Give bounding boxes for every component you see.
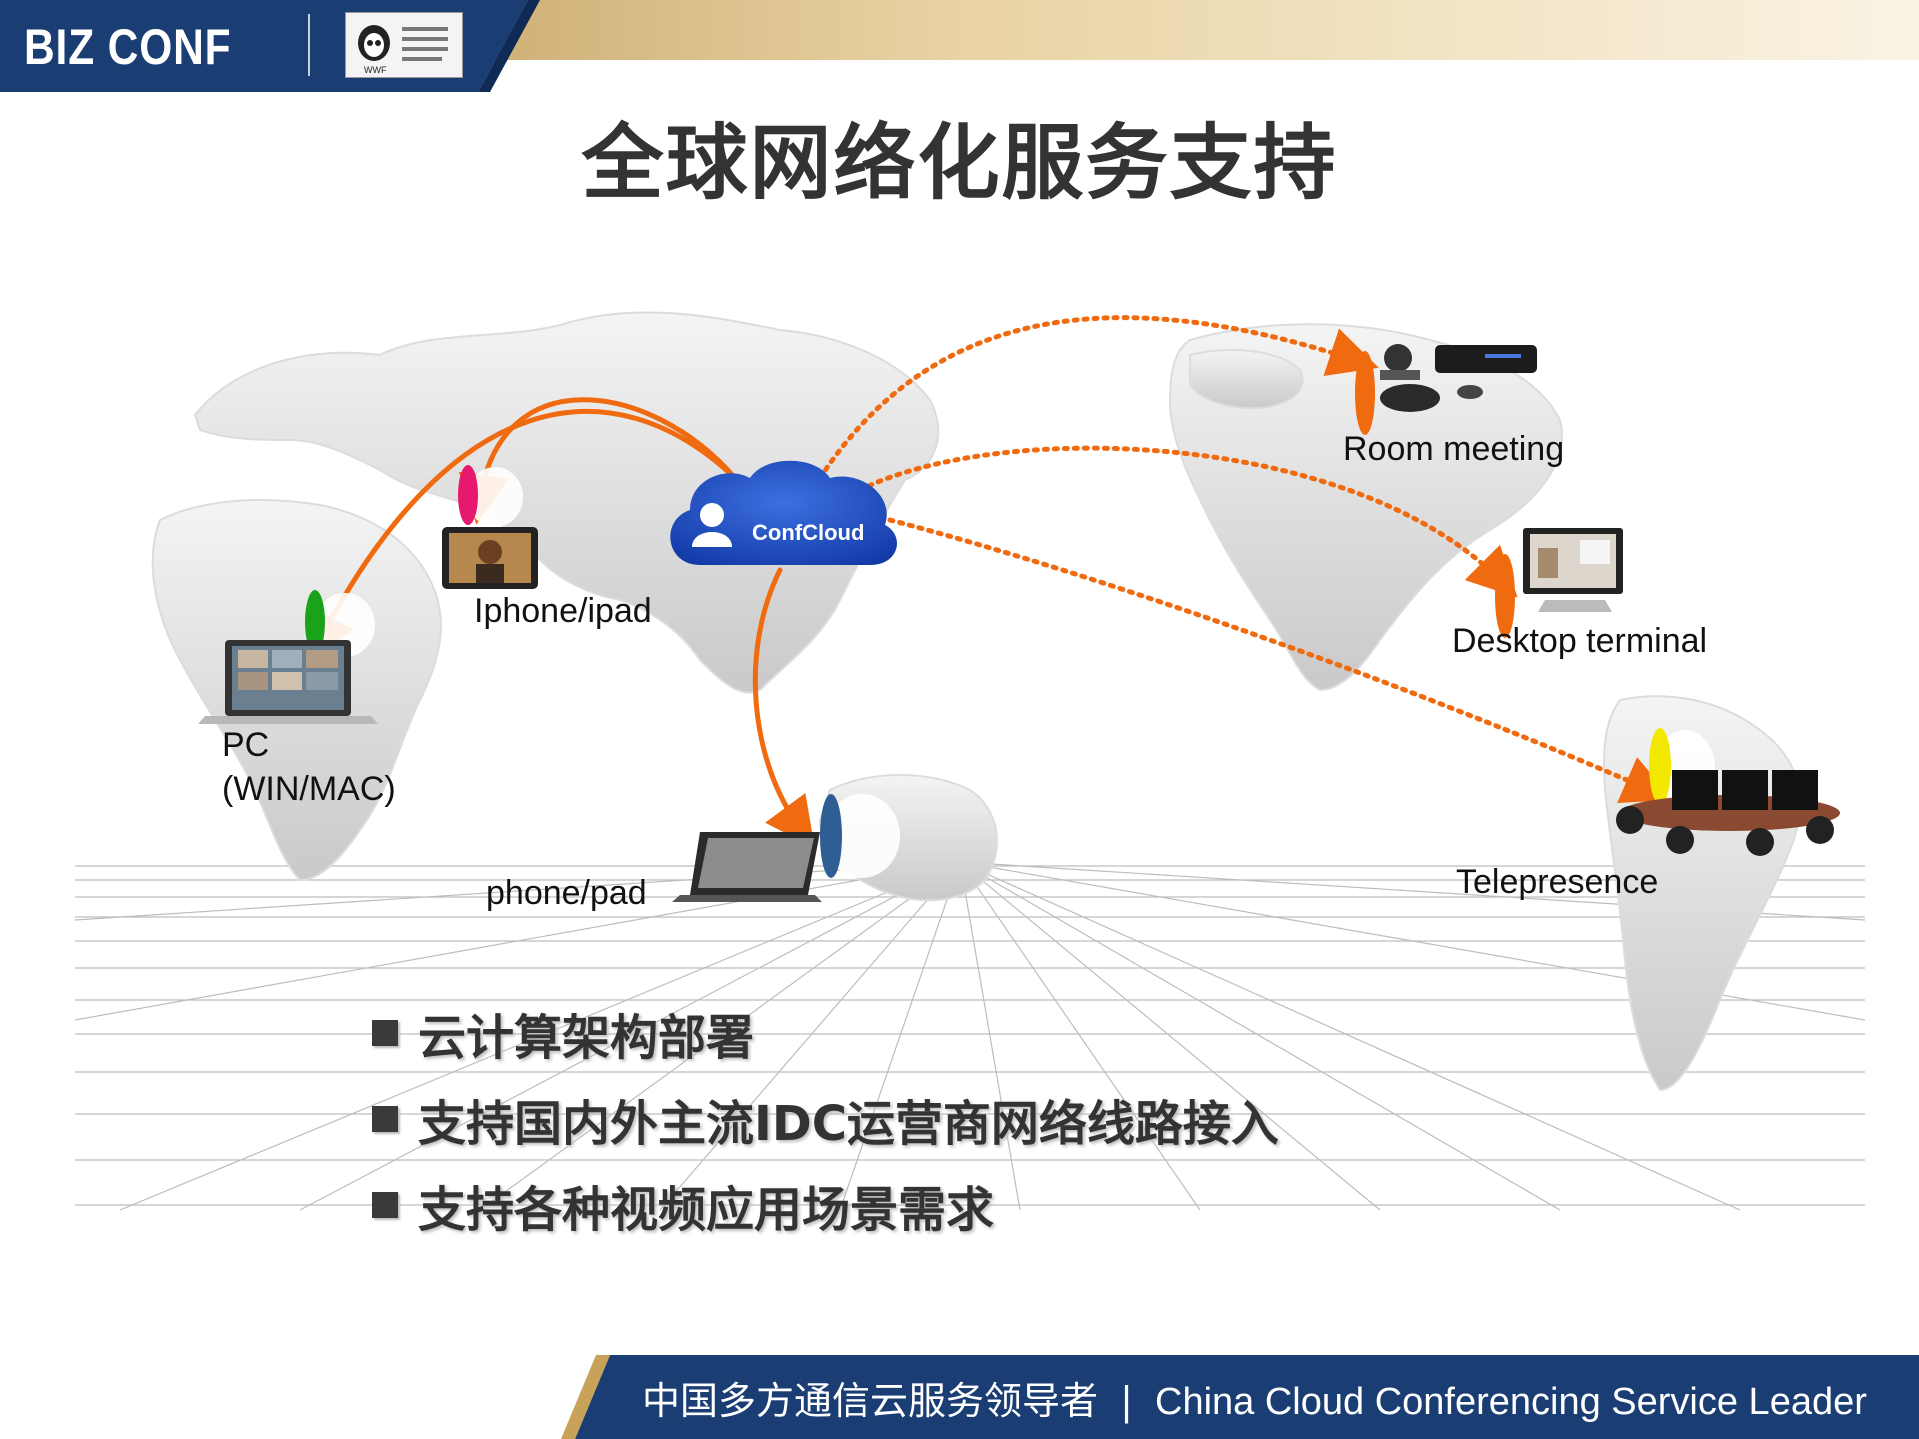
logo-divider (308, 14, 310, 76)
link-hub-telepresence (887, 517, 1673, 803)
bullet-text: 支持国内外主流IDC运营商网络线路接入 (418, 1096, 1279, 1152)
telepresence-room-icon (1616, 770, 1840, 856)
laptop-icon (198, 640, 378, 724)
footer-slogan: 中国多方通信云服务领导者 | China Cloud Conferencing … (642, 1370, 1867, 1425)
user-icon (692, 503, 732, 547)
feature-list: 云计算架构部署 支持国内外主流IDC运营商网络线路接入 支持各种视频应用场景需求 (372, 990, 1279, 1248)
label-pc-line1: PC (222, 726, 270, 764)
link-hub-room (817, 315, 1379, 481)
greenland (1189, 349, 1304, 410)
solid-links (308, 397, 815, 849)
marker-iphone (458, 465, 523, 527)
label-desktop-terminal: Desktop terminal (1452, 622, 1708, 660)
desktop-monitor-icon (1523, 528, 1623, 612)
dotted-links (817, 315, 1673, 803)
marker-room (1355, 351, 1375, 435)
phone-video-icon (442, 527, 538, 589)
svg-text:WWF: WWF (364, 65, 387, 75)
tablet-icon (672, 832, 822, 902)
wwf-partner-badge: WWF (345, 12, 463, 78)
footer-slogan-cn: 中国多方通信云服务领导者 (642, 1379, 1099, 1423)
bullet-text: 支持各种视频应用场景需求 (418, 1182, 995, 1238)
bizconf-logo: BIZ CONF (24, 19, 232, 75)
marker-phonepad (820, 794, 900, 878)
confcloud-label: ConfCloud (752, 520, 865, 545)
bullet-square-icon (372, 1020, 398, 1046)
page-title: 全球网络化服务支持 (581, 116, 1338, 211)
bullet-square-icon (372, 1192, 398, 1218)
list-item: 支持各种视频应用场景需求 (372, 1162, 1279, 1248)
bullet-text: 云计算架构部署 (418, 1010, 755, 1066)
link-hub-desktop (857, 445, 1518, 598)
footer-bar (561, 1355, 1919, 1439)
label-telepresence: Telepresence (1456, 863, 1659, 901)
room-system-icon (1380, 344, 1537, 412)
footer-slogan-en: China Cloud Conferencing Service Leader (1155, 1381, 1867, 1423)
panda-logo-icon: WWF (358, 25, 448, 75)
link-hub-pc (308, 408, 738, 663)
label-phonepad: phone/pad (486, 874, 647, 912)
list-item: 支持国内外主流IDC运营商网络线路接入 (372, 1076, 1279, 1162)
footer-separator: | (1120, 1379, 1133, 1423)
link-hub-phonepad (752, 567, 815, 849)
endpoint-markers (305, 351, 1715, 878)
list-item: 云计算架构部署 (372, 990, 1279, 1076)
continent-europe-asia (193, 311, 940, 694)
label-pc-line2: (WIN/MAC) (222, 770, 396, 808)
label-room-meeting: Room meeting (1343, 430, 1565, 468)
link-hub-iphone (458, 397, 738, 525)
confcloud-hub (670, 460, 897, 565)
marker-desktop (1495, 554, 1515, 638)
label-iphone: Iphone/ipad (474, 592, 652, 630)
bullet-square-icon (372, 1106, 398, 1132)
